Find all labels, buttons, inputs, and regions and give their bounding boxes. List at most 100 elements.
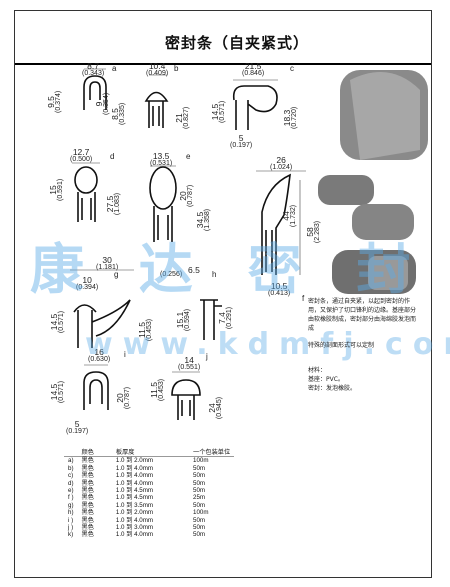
dim-h-w2: 6.5 [188,265,200,275]
dim-j-h2: 24(0.945) [207,396,223,420]
table-cell: g) [68,501,74,509]
dim-c-h1: 14.5(0.571) [210,100,226,123]
dim-i-h2: 20(0.787) [115,386,131,410]
profile-g [73,299,131,348]
table-cell: 黑色 [81,487,94,495]
table-cell: 1.0 到 4.0mm [115,472,154,480]
dim-g-w1: 30(1.181) [96,255,119,271]
table-cell: 50m [193,472,206,480]
table-row: c) 黑色 1.0 到 4.0mm 50m [64,472,234,479]
photo-seal-small-2 [352,204,414,240]
table-cell: c) [68,472,74,480]
dim-i-base: 5(0.197) [66,419,89,435]
dim-c-base: 5(0.197) [230,133,253,149]
dim-b-width: 10.4(0.409) [146,61,169,77]
dim-c-h2: 18.3(0.720) [282,106,298,129]
materials-block: 材料： 基座：PVC。 密封：发泡橡胶。 [308,366,356,393]
catalog-sheet: 密封条（自夹紧式） [14,10,432,578]
spec-table: 颜色 板厚度 一个包装单位 a) 黑色 1.0 到 2.0mm 100m b) 黑色 1.0… [64,449,235,539]
table-cell: b) [68,464,74,472]
table-cell: a) [68,457,74,465]
table-cell: 1.0 到 2.0mm [115,509,154,517]
materials-header: 材料： [308,367,327,374]
profile-a [83,75,107,110]
profile-h [200,299,222,340]
table-row: f ) 黑色 1.0 到 4.5mm 25m [64,494,234,501]
dim-e-h1: 20(0.787) [178,184,194,207]
photo-seal-small-1 [318,175,374,205]
profile-d [77,192,96,222]
profile-d-bulb [74,166,98,194]
table-cell: 50m [193,464,206,472]
label-i: i [124,350,126,359]
table-cell: 100m [193,509,209,517]
table-cell: 50m [193,487,206,495]
table-cell: 25m [193,494,206,502]
materials-seal: 密封：发泡橡胶。 [308,385,357,392]
watermark-logo-text: 康 达 密 封 件 [30,238,450,301]
label-c: c [290,64,294,73]
table-row: b) 黑色 1.0 到 4.0mm 50m [64,465,234,472]
profile-c [232,85,278,130]
table-cell: 50m [193,531,206,539]
dim-c-width: 21.5(0.846) [242,61,265,77]
table-cell: j ) [68,524,74,532]
description-main: 密封条，通过自夹紧，以起到密封的作用，又保护了切口锋利的边缘。基座部分由软橡胶制… [308,298,417,332]
dim-h-w1: (0.256) [160,271,183,278]
page-title: 密封条（自夹紧式） [165,34,310,52]
table-cell: 黑色 [81,509,94,517]
label-a: a [112,64,117,73]
table-cell: 50m [193,516,206,524]
table-cell: 黑色 [81,464,94,472]
profile-f [261,173,291,275]
dim-a-h1: 9.5(0.374) [46,90,62,113]
table-cell: i ) [68,516,74,524]
dim-d-width: 12.7(0.500) [70,147,93,163]
spec-table-header: 颜色 板厚度 一个包装单位 [64,449,235,458]
label-j: j [206,352,208,361]
table-cell: 1.0 到 4.0mm [115,464,154,472]
table-cell: 1.0 到 3.0mm [115,524,154,532]
watermark-url: www.kdmfj.com [85,327,450,362]
table-cell: 1.0 到 4.5mm [115,494,154,502]
table-cell: 黑色 [81,516,94,524]
dim-j-width: 14(0.551) [178,355,201,371]
table-row: k) 黑色 1.0 到 4.0mm 50m [64,531,234,538]
table-cell: 1.0 到 4.0mm [115,479,154,487]
dim-a-h2: 9(0.354) [94,92,110,115]
profile-e [153,206,173,242]
table-cell: 1.0 到 4.0mm [115,531,154,539]
dim-g-w2: 10(0.394) [76,275,99,291]
table-row: e) 黑色 1.0 到 4.5mm 50m [64,487,234,494]
label-f: f [302,294,305,303]
description-custom: 特殊的剖面形式可以定制 [308,342,375,349]
label-e: e [186,152,191,161]
table-cell: e) [68,487,74,495]
table-cell: f ) [68,494,74,502]
table-cell: 黑色 [81,457,94,465]
dim-e-width: 13.5(0.531) [150,151,173,167]
table-cell: k) [68,531,74,539]
table-cell: 1.0 到 4.0mm [115,516,154,524]
dim-f-base: 10.5(0.413) [268,281,291,297]
table-cell: 50m [193,524,206,532]
dim-g-h1: 14.5(0.571) [49,310,65,334]
table-cell: 1.0 到 3.5mm [115,501,154,509]
table-cell: d) [68,479,74,487]
table-row: i ) 黑色 1.0 到 4.0mm 50m [64,517,234,524]
title-bar: 密封条（自夹紧式） [15,11,431,65]
dim-j-h1: 11.5(0.453) [149,378,165,402]
table-row: g) 黑色 1.0 到 3.5mm 50m [64,502,234,509]
dim-f-width: 26(1.024) [270,155,293,171]
table-cell: 1.0 到 2.0mm [115,457,154,465]
table-cell: 黑色 [81,494,94,502]
table-cell: 1.0 到 4.5mm [115,487,154,495]
table-cell: 50m [193,501,206,509]
table-cell: 黑色 [81,501,94,509]
profile-e-bulb [149,166,177,210]
dim-b-h: 21(0.827) [174,106,190,129]
table-cell: 黑色 [81,472,94,480]
profile-b [144,91,169,128]
table-cell: 黑色 [81,531,94,539]
